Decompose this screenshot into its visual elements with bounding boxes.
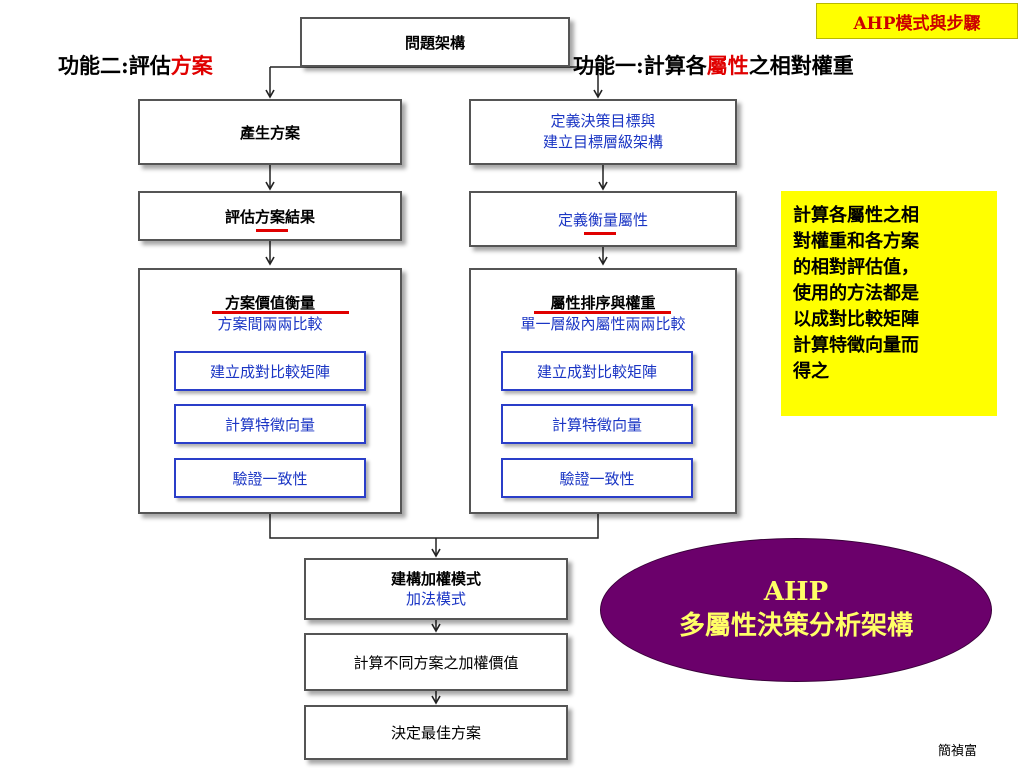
note-line-7: 得之 [793, 361, 829, 382]
define-goal-box: 定義決策目標與 建立目標層級架構 [469, 99, 737, 165]
right-step-consistency: 驗證一致性 [501, 458, 693, 498]
right-step-pairwise-matrix: 建立成對比較矩陣 [501, 351, 693, 391]
generate-alternatives-label: 產生方案 [239, 123, 300, 142]
explanation-note: 計算各屬性之相 對權重和各方案 的相對評估值， 使用的方法都是 以成對比較矩陣 … [781, 191, 997, 416]
generate-alternatives-box: 產生方案 [138, 99, 402, 165]
ahp-title-ellipse: AHP 多屬性決策分析架構 [600, 538, 992, 682]
best-alternative-box: 決定最佳方案 [304, 705, 568, 760]
note-line-5: 以成對比較矩陣 [793, 309, 919, 330]
ahp-title-line1: AHP [763, 577, 829, 607]
left-step-2-label: 計算特徵向量 [224, 415, 315, 434]
right-label-suffix: 之相對權重 [748, 53, 854, 78]
left-step-1-label: 建立成對比較矩陣 [209, 362, 330, 381]
left-step-consistency: 驗證一致性 [174, 458, 366, 498]
left-step-pairwise-matrix: 建立成對比較矩陣 [174, 351, 366, 391]
attribute-weight-title: 屬性排序與權重 [550, 294, 656, 312]
best-alternative-label: 決定最佳方案 [390, 724, 481, 742]
right-label-prefix: 功能一:計算各 [573, 53, 707, 78]
define-attributes-label: 定義衡量屬性 [557, 210, 648, 229]
ahp-title-line2: 多屬性決策分析架構 [678, 611, 913, 641]
problem-structure-label: 問題架構 [404, 33, 465, 52]
right-step-1-label: 建立成對比較矩陣 [536, 362, 657, 381]
right-label-highlight: 屬性 [706, 53, 749, 78]
compute-weighted-value-label: 計算不同方案之加權價值 [353, 653, 519, 672]
note-line-3: 的相對評估值， [793, 257, 919, 278]
note-line-2: 對權重和各方案 [793, 231, 919, 252]
define-goal-line2: 建立目標層級架構 [542, 133, 663, 151]
weighted-model-subtitle: 加法模式 [405, 590, 466, 608]
alternative-value-title: 方案價值衡量 [224, 294, 315, 312]
weighted-model-title: 建構加權模式 [390, 570, 481, 588]
left-function-label: 功能二:評估方案 [58, 50, 213, 80]
right-function-label: 功能一:計算各屬性之相對權重 [573, 50, 854, 80]
weighted-model-box: 建構加權模式 加法模式 [304, 558, 568, 620]
header-badge-text: AHP模式與步驟 [853, 13, 981, 34]
note-line-4: 使用的方法都是 [793, 283, 919, 304]
evaluate-results-underline [256, 229, 288, 232]
header-badge: AHP模式與步驟 [816, 3, 1018, 39]
author-label: 簡禎富 [938, 744, 978, 759]
evaluate-results-box: 評估方案結果 [138, 191, 402, 241]
problem-structure-box: 問題架構 [300, 17, 570, 67]
evaluate-results-label: 評估方案結果 [224, 207, 315, 226]
note-line-1: 計算各屬性之相 [793, 205, 919, 226]
left-step-eigenvector: 計算特徵向量 [174, 404, 366, 444]
note-line-6: 計算特徵向量而 [793, 335, 919, 356]
define-attributes-underline [584, 232, 616, 235]
left-step-3-label: 驗證一致性 [232, 469, 308, 488]
left-label-prefix: 功能二:評估 [58, 53, 171, 78]
attribute-weight-underline [534, 311, 671, 314]
right-step-3-label: 驗證一致性 [559, 469, 635, 488]
define-goal-line1: 定義決策目標與 [550, 112, 656, 130]
right-step-2-label: 計算特徵向量 [551, 415, 642, 434]
alternative-value-subtitle: 方案間兩兩比較 [217, 315, 323, 333]
right-step-eigenvector: 計算特徵向量 [501, 404, 693, 444]
compute-weighted-value-box: 計算不同方案之加權價值 [304, 633, 568, 691]
alternative-value-underline [212, 311, 349, 314]
define-attributes-box: 定義衡量屬性 [469, 191, 737, 247]
attribute-weight-subtitle: 單一層級內屬性兩兩比較 [520, 315, 686, 333]
left-label-highlight: 方案 [170, 53, 213, 78]
